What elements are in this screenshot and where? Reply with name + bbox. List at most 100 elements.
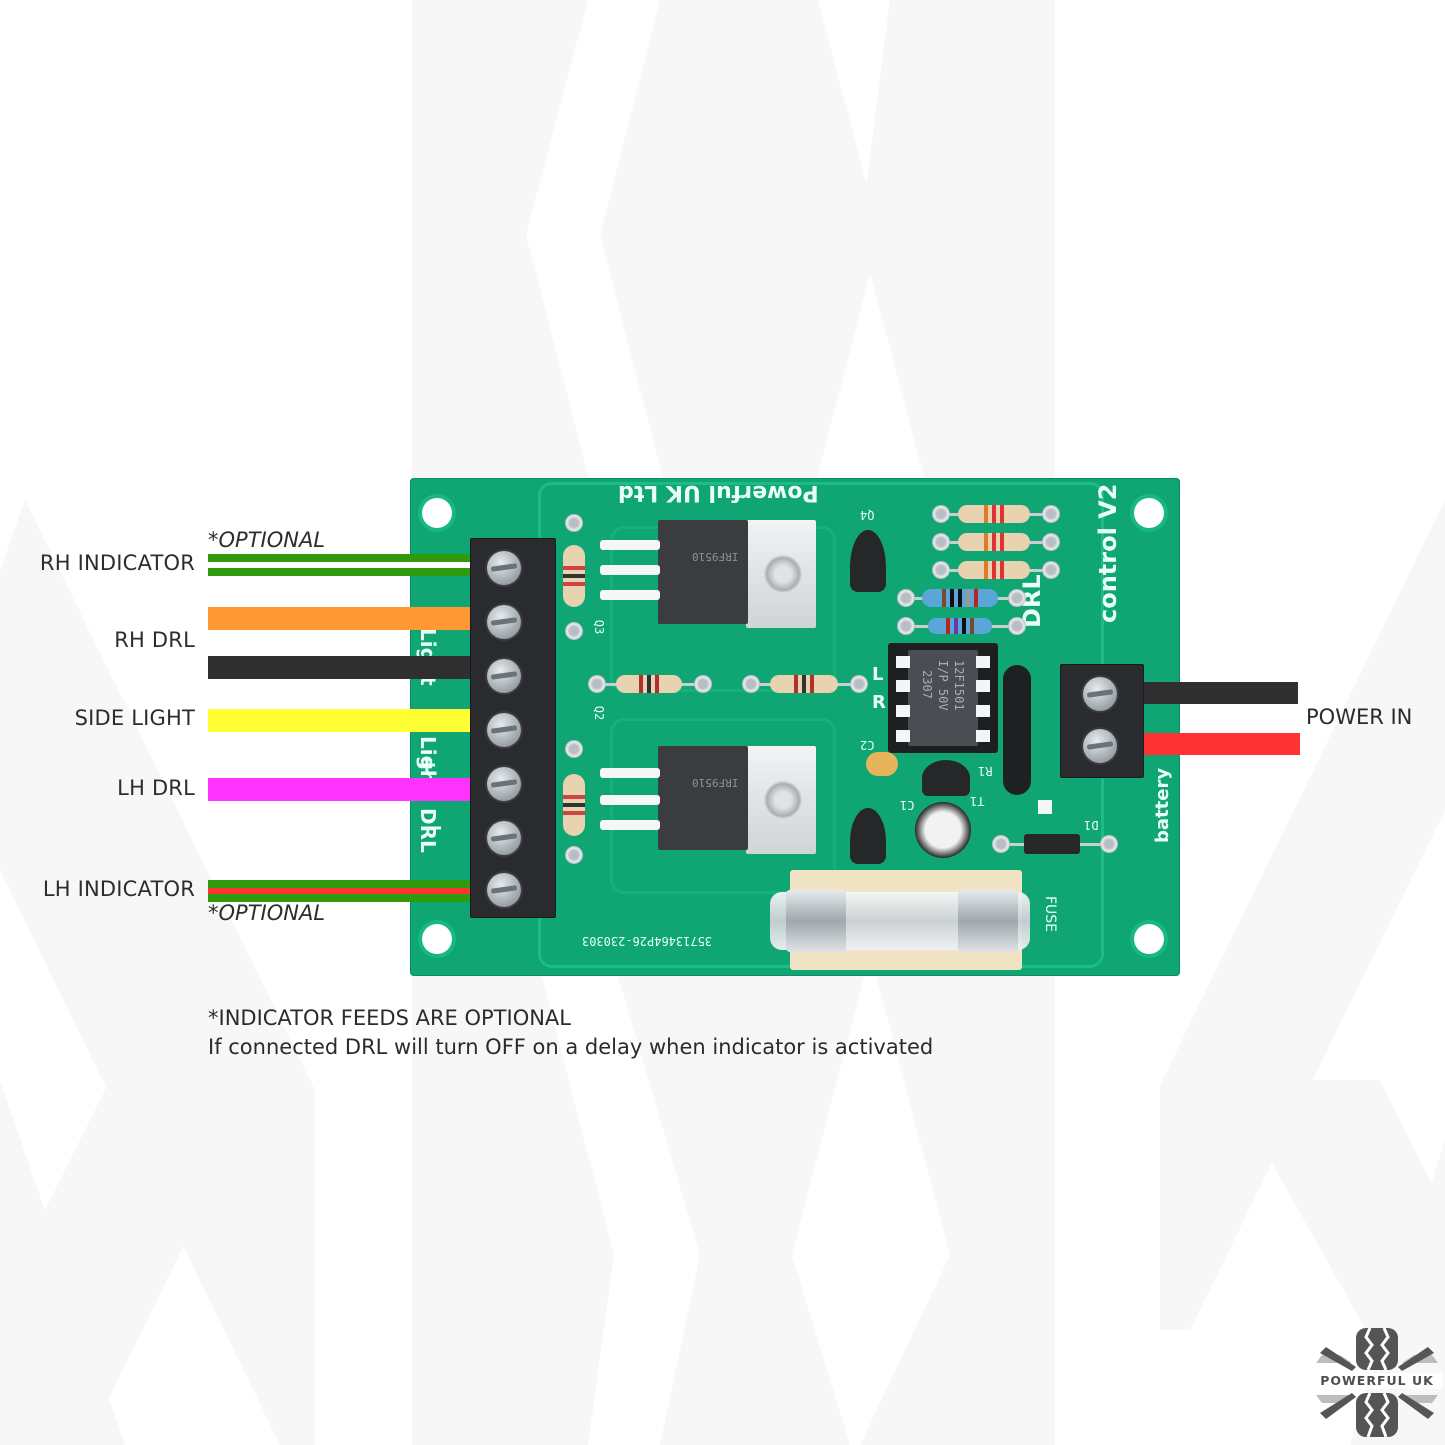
mosfet-q2-body: IRF9510 bbox=[658, 746, 748, 850]
resistor-bank-2 bbox=[958, 533, 1030, 551]
union-jack-tyre-logo-icon bbox=[1316, 1327, 1438, 1438]
screw-terminal-4[interactable] bbox=[487, 713, 521, 747]
optional-note-rh-indicator: *OPTIONAL bbox=[208, 528, 326, 552]
ref-r: R bbox=[872, 692, 886, 713]
ic-pin bbox=[976, 656, 990, 668]
wire-power-red bbox=[1140, 733, 1300, 755]
power-terminal-block bbox=[1060, 664, 1144, 778]
ic-marking-line2: I/P 50V bbox=[936, 660, 950, 711]
screw-terminal-3[interactable] bbox=[487, 659, 521, 693]
solder-pad bbox=[588, 675, 606, 693]
powerful-uk-logo: POWERFUL UK bbox=[1312, 1325, 1442, 1440]
ref-q4: Q4 bbox=[860, 508, 875, 522]
solder-pad bbox=[850, 675, 868, 693]
ic-pin bbox=[976, 730, 990, 742]
footnote-line1: *INDICATOR FEEDS ARE OPTIONAL bbox=[208, 1006, 571, 1030]
solder-pad bbox=[694, 675, 712, 693]
silkscreen-plus: + bbox=[416, 750, 438, 780]
resistor-middle-right bbox=[770, 675, 838, 693]
varistor bbox=[1003, 665, 1031, 795]
silkscreen-maker: Powerful UK Ltd bbox=[618, 480, 819, 505]
ic-pin bbox=[896, 680, 910, 692]
screw-terminal-2[interactable] bbox=[487, 605, 521, 639]
solder-pad bbox=[1042, 533, 1060, 551]
silkscreen-title-line2: control V2 bbox=[1094, 483, 1122, 623]
solder-pad bbox=[565, 846, 583, 864]
wire-label-power-in: POWER IN bbox=[1306, 705, 1413, 729]
footnote-line2: If connected DRL will turn OFF on a dela… bbox=[208, 1035, 934, 1059]
screw-terminal-5[interactable] bbox=[487, 767, 521, 801]
solder-pad bbox=[992, 835, 1010, 853]
wire-rh-indicator-green-2 bbox=[208, 568, 470, 576]
solder-pad bbox=[897, 589, 915, 607]
mosfet-q3-leg bbox=[600, 540, 660, 550]
wire-label-rh-indicator: RH INDICATOR bbox=[39, 551, 195, 575]
wire-rh-indicator-white bbox=[208, 562, 470, 568]
mount-hole-bottom-right bbox=[1134, 924, 1164, 954]
wire-lh-indicator-green-1 bbox=[208, 880, 470, 888]
ic-pin bbox=[896, 705, 910, 717]
resistor-vertical-top bbox=[563, 545, 585, 607]
resistor-bank-3 bbox=[958, 561, 1030, 579]
capacitor-c2 bbox=[866, 752, 898, 776]
solder-pad bbox=[932, 561, 950, 579]
ref-c2: C2 bbox=[860, 738, 875, 752]
solder-pad bbox=[897, 617, 915, 635]
mosfet-q3-body: IRF9510 bbox=[658, 520, 748, 624]
wire-label-lh-drl: LH DRL bbox=[117, 776, 195, 800]
resistor-bank-1 bbox=[958, 505, 1030, 523]
mosfet-q2-screw-hole bbox=[764, 781, 802, 819]
ref-c1: C1 bbox=[900, 798, 915, 812]
solder-pad bbox=[565, 622, 583, 640]
logo-text: POWERFUL UK bbox=[1312, 1373, 1442, 1389]
screw-terminal-1[interactable] bbox=[487, 551, 521, 585]
ic-marking-line3: 2307 bbox=[920, 670, 934, 699]
solder-pad bbox=[565, 740, 583, 758]
solder-pad bbox=[1008, 589, 1026, 607]
ic-pin bbox=[976, 705, 990, 717]
ref-l: L bbox=[872, 664, 884, 685]
screw-terminal-6[interactable] bbox=[487, 821, 521, 855]
fuse-end-cap-left bbox=[786, 890, 846, 952]
solder-pad bbox=[565, 514, 583, 532]
test-pad bbox=[1038, 800, 1052, 814]
screw-terminal-7[interactable] bbox=[487, 873, 521, 907]
mosfet-q2-leg bbox=[600, 820, 660, 830]
diode-d1 bbox=[1024, 834, 1080, 854]
ref-d1: D1 bbox=[1084, 818, 1099, 832]
transistor-q4 bbox=[850, 530, 886, 592]
mosfet-q2-leg bbox=[600, 768, 660, 778]
ic-pic12f1501 bbox=[908, 650, 978, 746]
solder-pad bbox=[742, 675, 760, 693]
wire-rh-drl-black bbox=[208, 656, 470, 679]
pcb-trace-bottom bbox=[610, 718, 836, 894]
fuse-end-cap-right bbox=[958, 890, 1018, 952]
resistor-vertical-bottom bbox=[563, 774, 585, 836]
ic-pin bbox=[896, 656, 910, 668]
optional-note-lh-indicator: *OPTIONAL bbox=[208, 901, 326, 925]
resistor-blue-1 bbox=[922, 589, 998, 607]
wire-label-lh-indicator: LH INDICATOR bbox=[42, 877, 195, 901]
wire-side-light-yellow bbox=[208, 709, 470, 732]
solder-pad bbox=[1100, 835, 1118, 853]
wire-label-rh-drl: RH DRL bbox=[114, 628, 195, 652]
wire-label-side-light: SIDE LIGHT bbox=[74, 706, 195, 730]
mount-hole-bottom-left bbox=[422, 924, 452, 954]
ic-marking-line1: 12F1501 bbox=[952, 660, 966, 711]
wire-rh-indicator-green-1 bbox=[208, 554, 470, 562]
mosfet-q2-tab bbox=[746, 746, 816, 854]
mosfet-q2-leg bbox=[600, 795, 660, 805]
mosfet-q3-screw-hole bbox=[764, 555, 802, 593]
wire-rh-drl-orange bbox=[208, 607, 470, 630]
solder-pad bbox=[1008, 617, 1026, 635]
screw-power-2[interactable] bbox=[1083, 729, 1117, 763]
electrolytic-capacitor-c1 bbox=[915, 802, 971, 858]
mount-hole-top-right bbox=[1134, 498, 1164, 528]
solder-pad bbox=[932, 505, 950, 523]
mosfet-q3-leg bbox=[600, 565, 660, 575]
wire-power-black bbox=[1140, 682, 1298, 704]
screw-power-1[interactable] bbox=[1083, 677, 1117, 711]
mosfet-q3-leg bbox=[600, 590, 660, 600]
solder-pad bbox=[1042, 505, 1060, 523]
transistor-q1 bbox=[850, 808, 886, 864]
